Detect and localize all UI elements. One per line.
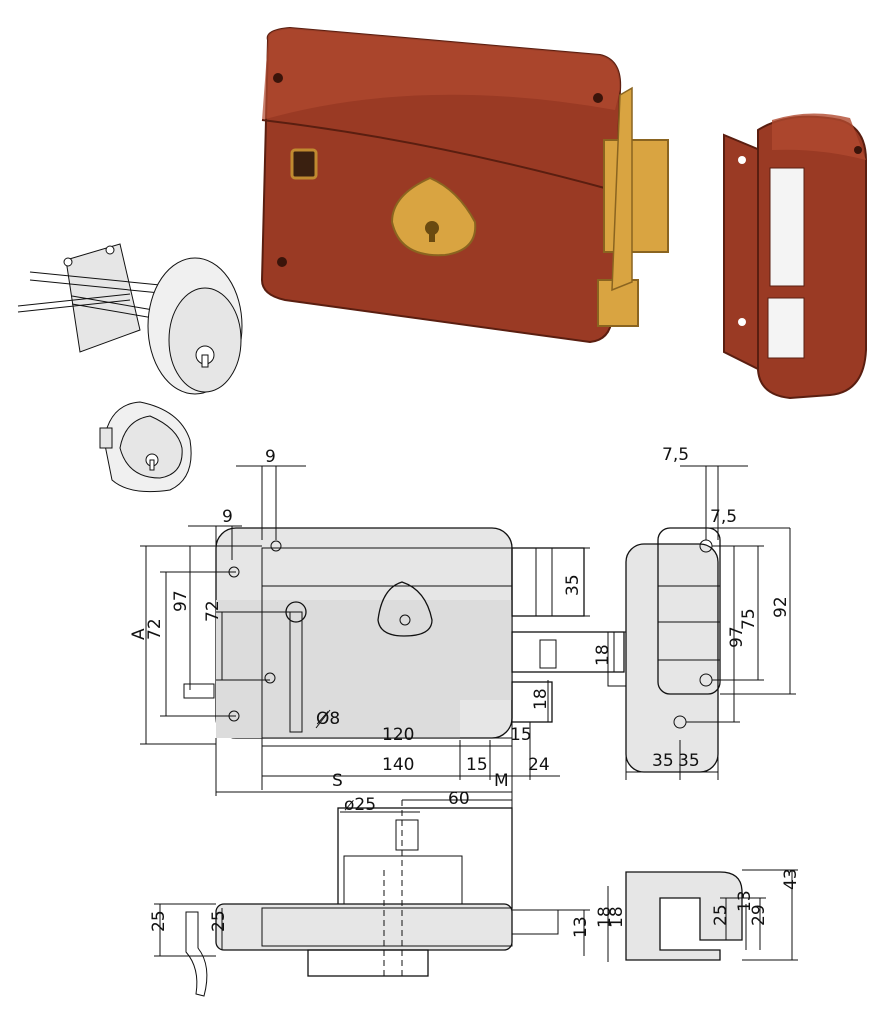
top-view-dimension-lines xyxy=(154,796,609,962)
strike-keeper-icon xyxy=(723,113,867,400)
key-cover-icon xyxy=(99,401,192,493)
dim-keeper-side-18: 18 xyxy=(607,906,627,928)
dim-keeper-35-right: 35 xyxy=(678,751,700,771)
dim-front-M: M xyxy=(494,771,509,791)
dim-front-S: S xyxy=(332,771,343,791)
dim-keeper-75: 75 xyxy=(739,608,759,630)
dim-top-25-inner: 25 xyxy=(209,910,229,932)
dim-top-25-circle: ø25 xyxy=(344,795,376,815)
dim-front-15-bottom: 15 xyxy=(466,755,488,775)
dim-top-60: 60 xyxy=(448,789,470,809)
dim-top-13: 13 xyxy=(571,916,591,938)
keeper-front-view xyxy=(625,527,721,773)
cylinder-rosette-icon xyxy=(17,243,243,395)
dim-keeper-97: 97 xyxy=(727,626,747,648)
dim-front-24: 24 xyxy=(528,755,550,775)
dim-front-top-9: 9 xyxy=(265,447,276,467)
dim-front-18-bolt: 18 xyxy=(593,644,613,666)
rim-lock-icon xyxy=(260,26,669,344)
front-view-drawing xyxy=(183,527,627,739)
dim-keeper-7-5-top: 7,5 xyxy=(662,445,689,465)
dim-top-25-left: 25 xyxy=(149,910,169,932)
dim-front-72-inner: 72 xyxy=(203,600,223,622)
dim-front-15-right: 15 xyxy=(510,725,532,745)
dim-top-18: 18 xyxy=(595,906,615,928)
dim-front-left-9: 9 xyxy=(222,507,233,527)
keeper-side-dimension-lines xyxy=(720,869,798,961)
keeper-dimension-lines xyxy=(625,465,796,780)
dim-keeper-side-43: 43 xyxy=(781,868,801,890)
dim-keeper-92: 92 xyxy=(771,596,791,618)
keeper-side-view xyxy=(625,871,743,961)
dim-front-140: 140 xyxy=(382,755,414,775)
dim-keeper-side-25: 25 xyxy=(711,904,731,926)
front-view-dimension-lines xyxy=(140,465,615,796)
dim-keeper-side-13: 13 xyxy=(735,890,755,912)
dim-front-18-latch: 18 xyxy=(531,688,551,710)
top-view-drawing xyxy=(185,800,559,997)
dim-keeper-35-left: 35 xyxy=(652,751,674,771)
dim-front-120: 120 xyxy=(382,725,414,745)
dim-front-A: A xyxy=(129,628,149,640)
dim-front-35: 35 xyxy=(563,574,583,596)
dim-keeper-7-5-side: 7,5 xyxy=(710,507,737,527)
dim-keeper-side-29: 29 xyxy=(749,904,769,926)
dim-front-72-outer: 72 xyxy=(145,618,165,640)
dim-front-97: 97 xyxy=(171,590,191,612)
dim-front-hole-diameter: Ø8 xyxy=(316,709,340,729)
